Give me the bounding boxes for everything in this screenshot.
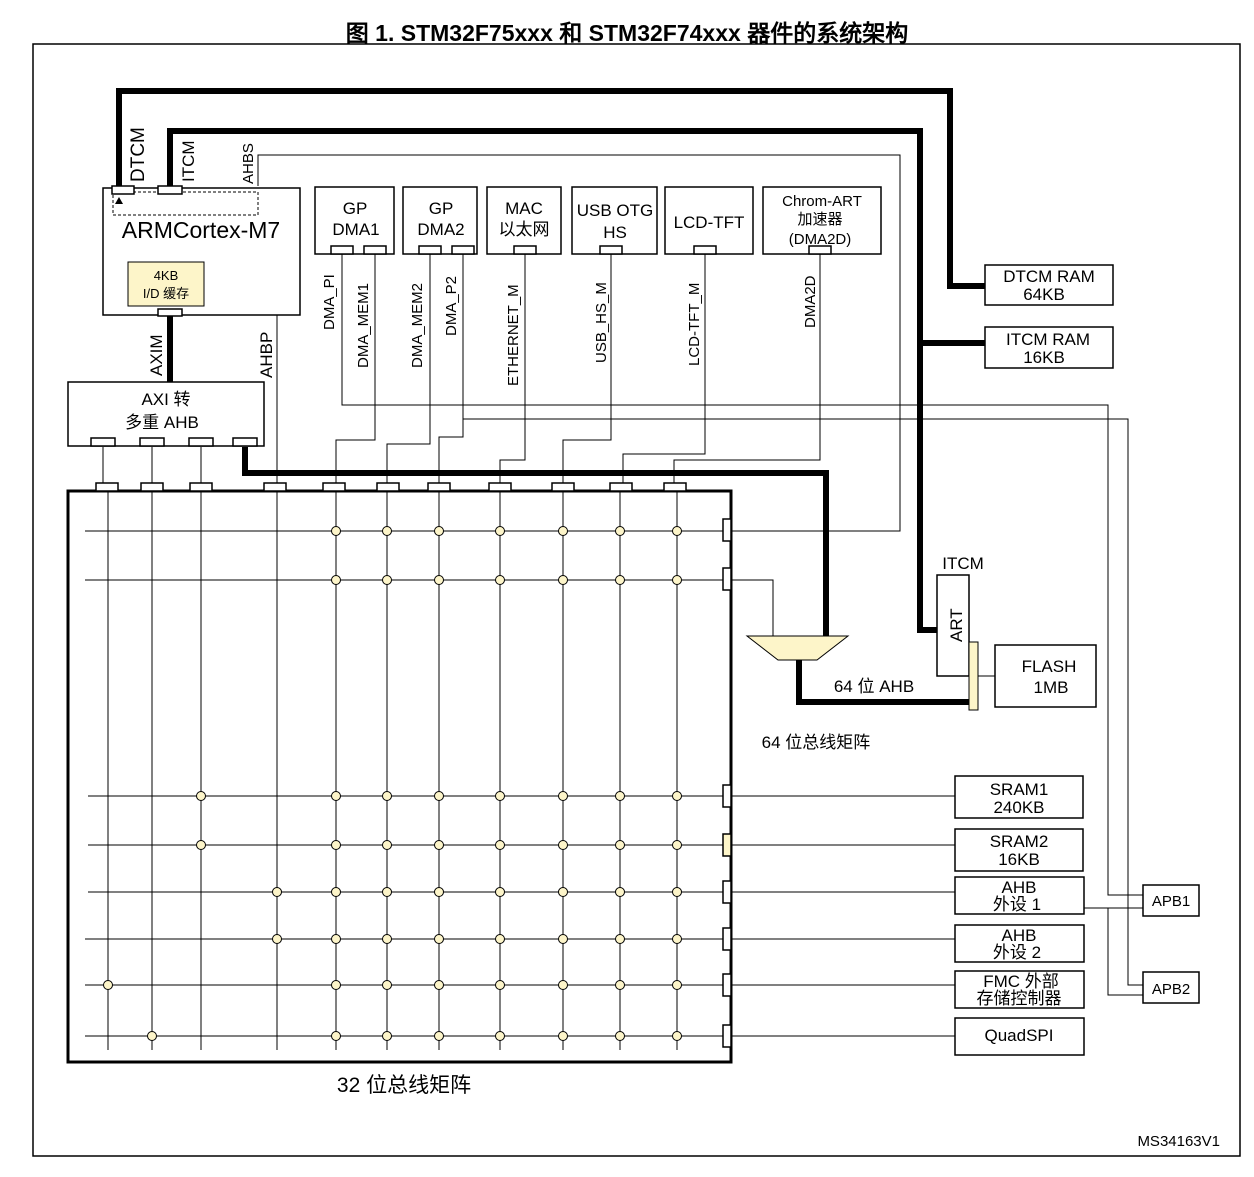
master-chrom-line2: 加速器 [797, 211, 842, 228]
axi-bridge-line1: AXI 转 [141, 390, 190, 409]
master-usb-line1: USB OTG [577, 201, 654, 220]
slave-fmc-line1: FMC 外部 [983, 972, 1059, 991]
itcm-interface-label: ITCM [942, 554, 984, 573]
bus-label-dma2d: DMA2D [802, 275, 819, 328]
master-chrom-line3: (DMA2D) [789, 231, 852, 248]
cache-label: I/D 缓存 [143, 286, 189, 301]
slave-sram2-line2: 16KB [998, 850, 1040, 869]
bus-label-dma-mem1: DMA_MEM1 [355, 283, 372, 368]
master-gp-dma1: GP DMA1 [314, 186, 395, 255]
thin-lines [102, 154, 1143, 1037]
bus-matrix [66, 489, 733, 1064]
master-gp-dma2: GP DMA2 [402, 186, 478, 255]
slave-ahb2-line1: AHB [1002, 926, 1037, 945]
axi-bridge-ports [90, 437, 258, 447]
port-label-itcm: ITCM [179, 140, 198, 182]
master-gp-dma1-line2: DMA1 [332, 220, 379, 239]
flash-line1: FLASH [1022, 657, 1077, 676]
bus-label-ethernet-m: ETHERNET_M [505, 284, 522, 386]
master-usb-line2: HS [603, 223, 627, 242]
matrix-slave-ports [722, 518, 732, 1048]
bus-label-usb-hs-m: USB_HS_M [593, 282, 610, 363]
matrix32-label: 32 位总线矩阵 [337, 1074, 471, 1097]
slave-quadspi-label: QuadSPI [985, 1026, 1054, 1045]
slave-ahb2: AHB 外设 2 [954, 924, 1085, 963]
cpu-name: ARMCortex-M7 [122, 217, 280, 243]
master-lcd-tft: LCD-TFT [664, 186, 754, 255]
slave-sram1: SRAM1 240KB [954, 775, 1084, 819]
slave-ahb1: AHB 外设 1 [954, 876, 1085, 915]
slave-ahb1-line1: AHB [1002, 878, 1037, 897]
flash-interface [968, 641, 979, 711]
port-label-ahbs: AHBS [240, 143, 257, 184]
port-label-dtcm: DTCM [128, 127, 149, 182]
bus-labels: DMA_PI DMA_MEM1 DMA_MEM2 DMA_P2 ETHERNET… [321, 274, 819, 386]
bus-label-dma-p2: DMA_P2 [443, 276, 460, 336]
master-gp-dma2-line1: GP [429, 199, 454, 218]
slave-sram1-line2: 240KB [993, 798, 1044, 817]
slave-fmc: FMC 外部 存储控制器 [954, 970, 1085, 1009]
apb2-label: APB2 [1152, 981, 1190, 998]
master-gp-dma1-line1: GP [343, 199, 368, 218]
figure-title: 图 1. STM32F75xxx 和 STM32F74xxx 器件的系统架构 [345, 20, 909, 46]
slave-fmc-line2: 存储控制器 [977, 989, 1062, 1008]
art-block: ART [936, 574, 970, 677]
port-label-axim: AXIM [147, 334, 166, 376]
flash-block: FLASH 1MB [994, 644, 1097, 708]
bus-label-dma-pi: DMA_PI [321, 274, 338, 330]
bus-label-dma-mem2: DMA_MEM2 [409, 283, 426, 368]
itcm-ram-block: ITCM RAM 16KB [984, 326, 1114, 369]
slave-sram2-line1: SRAM2 [990, 832, 1049, 851]
apb1-block: APB1 [1142, 884, 1200, 917]
port-label-ahbp: AHBP [257, 332, 276, 378]
figure-id: MS34163V1 [1137, 1133, 1220, 1150]
slave-ahb1-line2: 外设 1 [993, 895, 1041, 914]
flash-line2: 1MB [1034, 678, 1069, 697]
cache-block [127, 261, 205, 307]
bus-label-lcd-tft-m: LCD-TFT_M [686, 283, 703, 366]
axi-bridge-block [67, 381, 265, 447]
cpu-axim-port [157, 308, 183, 317]
apb2-block: APB2 [1142, 971, 1200, 1004]
dtcm-ram-block: DTCM RAM 64KB [984, 264, 1114, 306]
axi-to-64bit-bus [242, 447, 829, 636]
ahb64-bus [796, 660, 969, 705]
ahb-mux [745, 635, 850, 661]
slave-ahb2-line2: 外设 2 [993, 943, 1041, 962]
axi-bridge-line2: 多重 AHB [125, 413, 199, 432]
dtcm-bus [116, 88, 985, 289]
apb1-label: APB1 [1152, 893, 1190, 910]
art-label: ART [947, 608, 966, 642]
slave-sram1-line1: SRAM1 [990, 780, 1049, 799]
thick-buses [116, 88, 985, 705]
itcm-bus [167, 128, 937, 633]
ahb64-label: 64 位 AHB [834, 677, 914, 696]
figure-frame [32, 43, 1241, 1157]
cpu-itcm-port [157, 185, 183, 195]
master-mac-line1: MAC [505, 199, 543, 218]
slave-sram2: SRAM2 16KB [954, 828, 1084, 872]
cpu-dtcm-arrow [115, 197, 123, 204]
cpu-dtcm-port [111, 185, 135, 195]
master-lcd-line1: LCD-TFT [674, 213, 745, 232]
dtcm-ram-line1: DTCM RAM [1003, 267, 1095, 286]
matrix-master-ports [95, 482, 687, 492]
master-chrom-art: Chrom-ART 加速器 (DMA2D) [762, 186, 882, 255]
matrix-nodes [103, 526, 682, 1041]
itcm-ram-line2: 16KB [1023, 348, 1065, 367]
ahbs-dashed-path [112, 191, 259, 216]
master-mac-ethernet: MAC 以太网 [486, 186, 562, 255]
cache-size: 4KB [154, 268, 179, 283]
master-usb-otg-hs: USB OTG HS [571, 186, 658, 255]
master-mac-line2: 以太网 [499, 220, 550, 239]
dtcm-ram-line2: 64KB [1023, 285, 1065, 304]
itcm-ram-line1: ITCM RAM [1006, 330, 1090, 349]
master-gp-dma2-line2: DMA2 [417, 220, 464, 239]
slave-quadspi: QuadSPI [954, 1017, 1085, 1056]
master-chrom-line1: Chrom-ART [782, 193, 862, 210]
matrix64-label: 64 位总线矩阵 [762, 733, 871, 752]
